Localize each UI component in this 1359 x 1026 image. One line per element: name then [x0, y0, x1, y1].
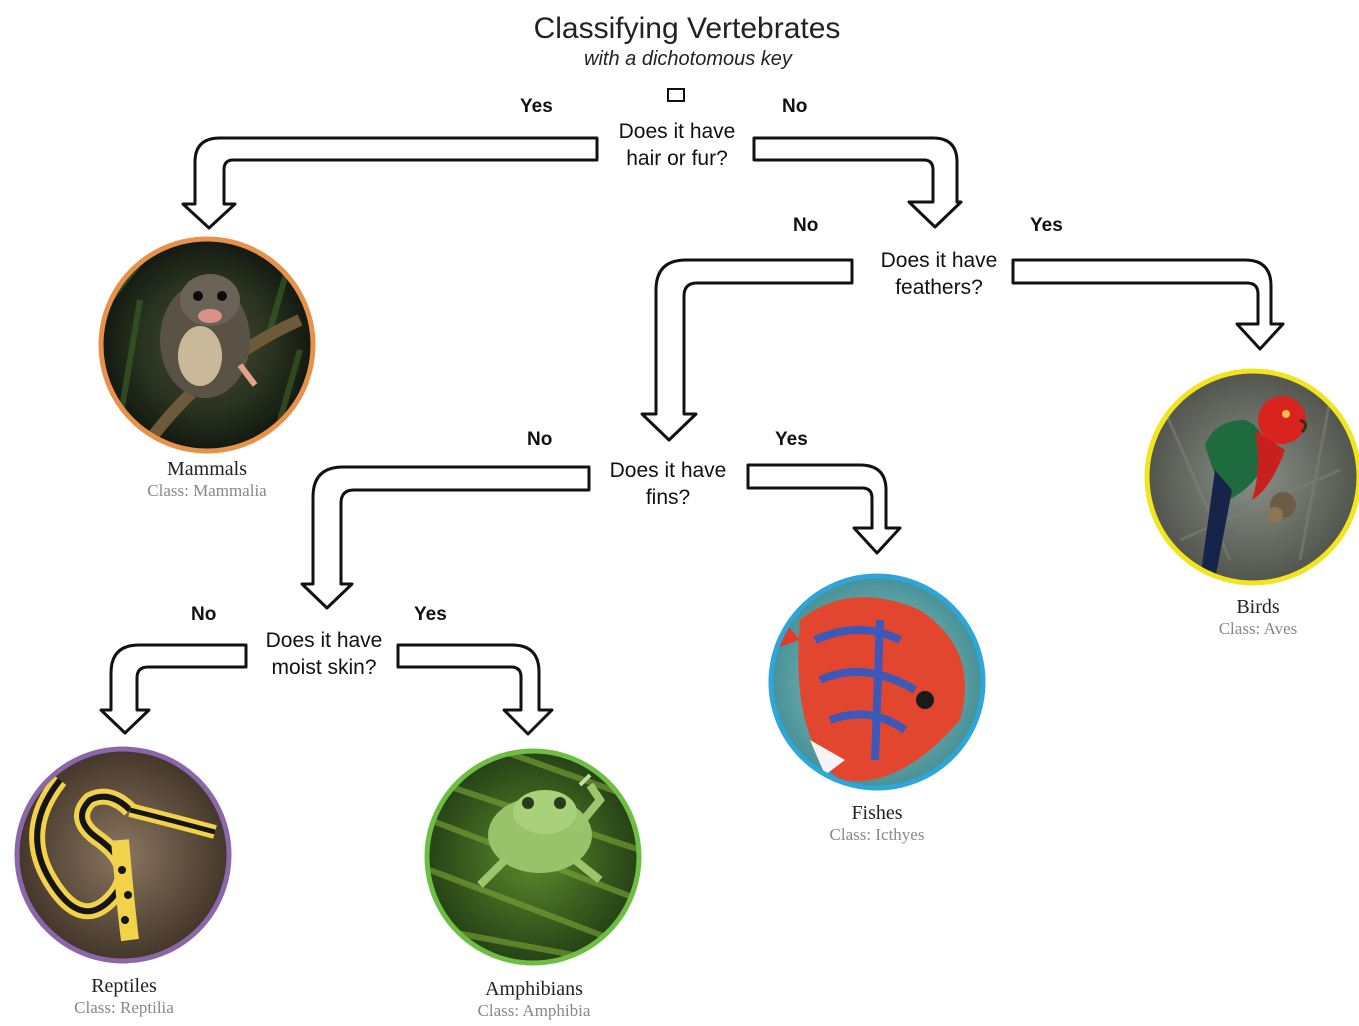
question-hair-or-fur: Does it have hair or fur? [597, 118, 757, 172]
arrow-moist-no [101, 645, 246, 733]
class-name: Mammals [107, 458, 307, 481]
answer-no-label: No [782, 96, 807, 118]
question-line-2: fins? [588, 484, 748, 511]
question-moist-skin: Does it have moist skin? [244, 627, 404, 681]
diagram-title: Classifying Vertebrates [0, 12, 1359, 46]
arrow-hair-no [754, 138, 961, 227]
question-fins: Does it have fins? [588, 457, 748, 511]
caption-birds: Birds Class: Aves [1158, 596, 1358, 639]
answer-yes-label: Yes [520, 96, 553, 118]
answer-yes-label: Yes [775, 429, 808, 451]
fish-photo [770, 575, 984, 789]
arrow-feathers-yes [1013, 260, 1283, 349]
class-scientific: Class: Aves [1158, 619, 1358, 639]
snake-photo [16, 748, 230, 962]
arrow-moist-yes [398, 645, 552, 734]
answer-no-label: No [793, 215, 818, 237]
class-name: Fishes [777, 802, 977, 825]
frog-photo [426, 750, 640, 964]
diagram-subtitle: with a dichotomous key [0, 48, 1359, 71]
question-line-2: moist skin? [244, 654, 404, 681]
arrow-hair-yes [183, 138, 597, 228]
bird-photo [1146, 370, 1359, 584]
answer-yes-label: Yes [1030, 215, 1063, 237]
question-feathers: Does it have feathers? [857, 247, 1021, 301]
class-name: Amphibians [434, 978, 634, 1001]
question-line-2: feathers? [857, 274, 1021, 301]
arrow-fins-no [302, 467, 589, 608]
question-line-2: hair or fur? [597, 145, 757, 172]
arrow-fins-yes [748, 465, 900, 553]
class-scientific: Class: Reptilia [24, 998, 224, 1018]
question-line-1: Does it have [597, 118, 757, 145]
class-name: Reptiles [24, 975, 224, 998]
answer-no-label: No [191, 604, 216, 626]
answer-no-label: No [527, 429, 552, 451]
class-scientific: Class: Mammalia [107, 481, 307, 501]
class-scientific: Class: Amphibia [434, 1001, 634, 1021]
question-line-1: Does it have [857, 247, 1021, 274]
caption-reptiles: Reptiles Class: Reptilia [24, 975, 224, 1018]
caption-fishes: Fishes Class: Icthyes [777, 802, 977, 845]
arrow-feathers-no [642, 260, 852, 440]
question-line-1: Does it have [244, 627, 404, 654]
class-name: Birds [1158, 596, 1358, 619]
answer-yes-label: Yes [414, 604, 447, 626]
mammal-photo [100, 238, 314, 452]
caption-amphibians: Amphibians Class: Amphibia [434, 978, 634, 1021]
caption-mammals: Mammals Class: Mammalia [107, 458, 307, 501]
start-box [667, 88, 685, 102]
question-line-1: Does it have [588, 457, 748, 484]
class-scientific: Class: Icthyes [777, 825, 977, 845]
